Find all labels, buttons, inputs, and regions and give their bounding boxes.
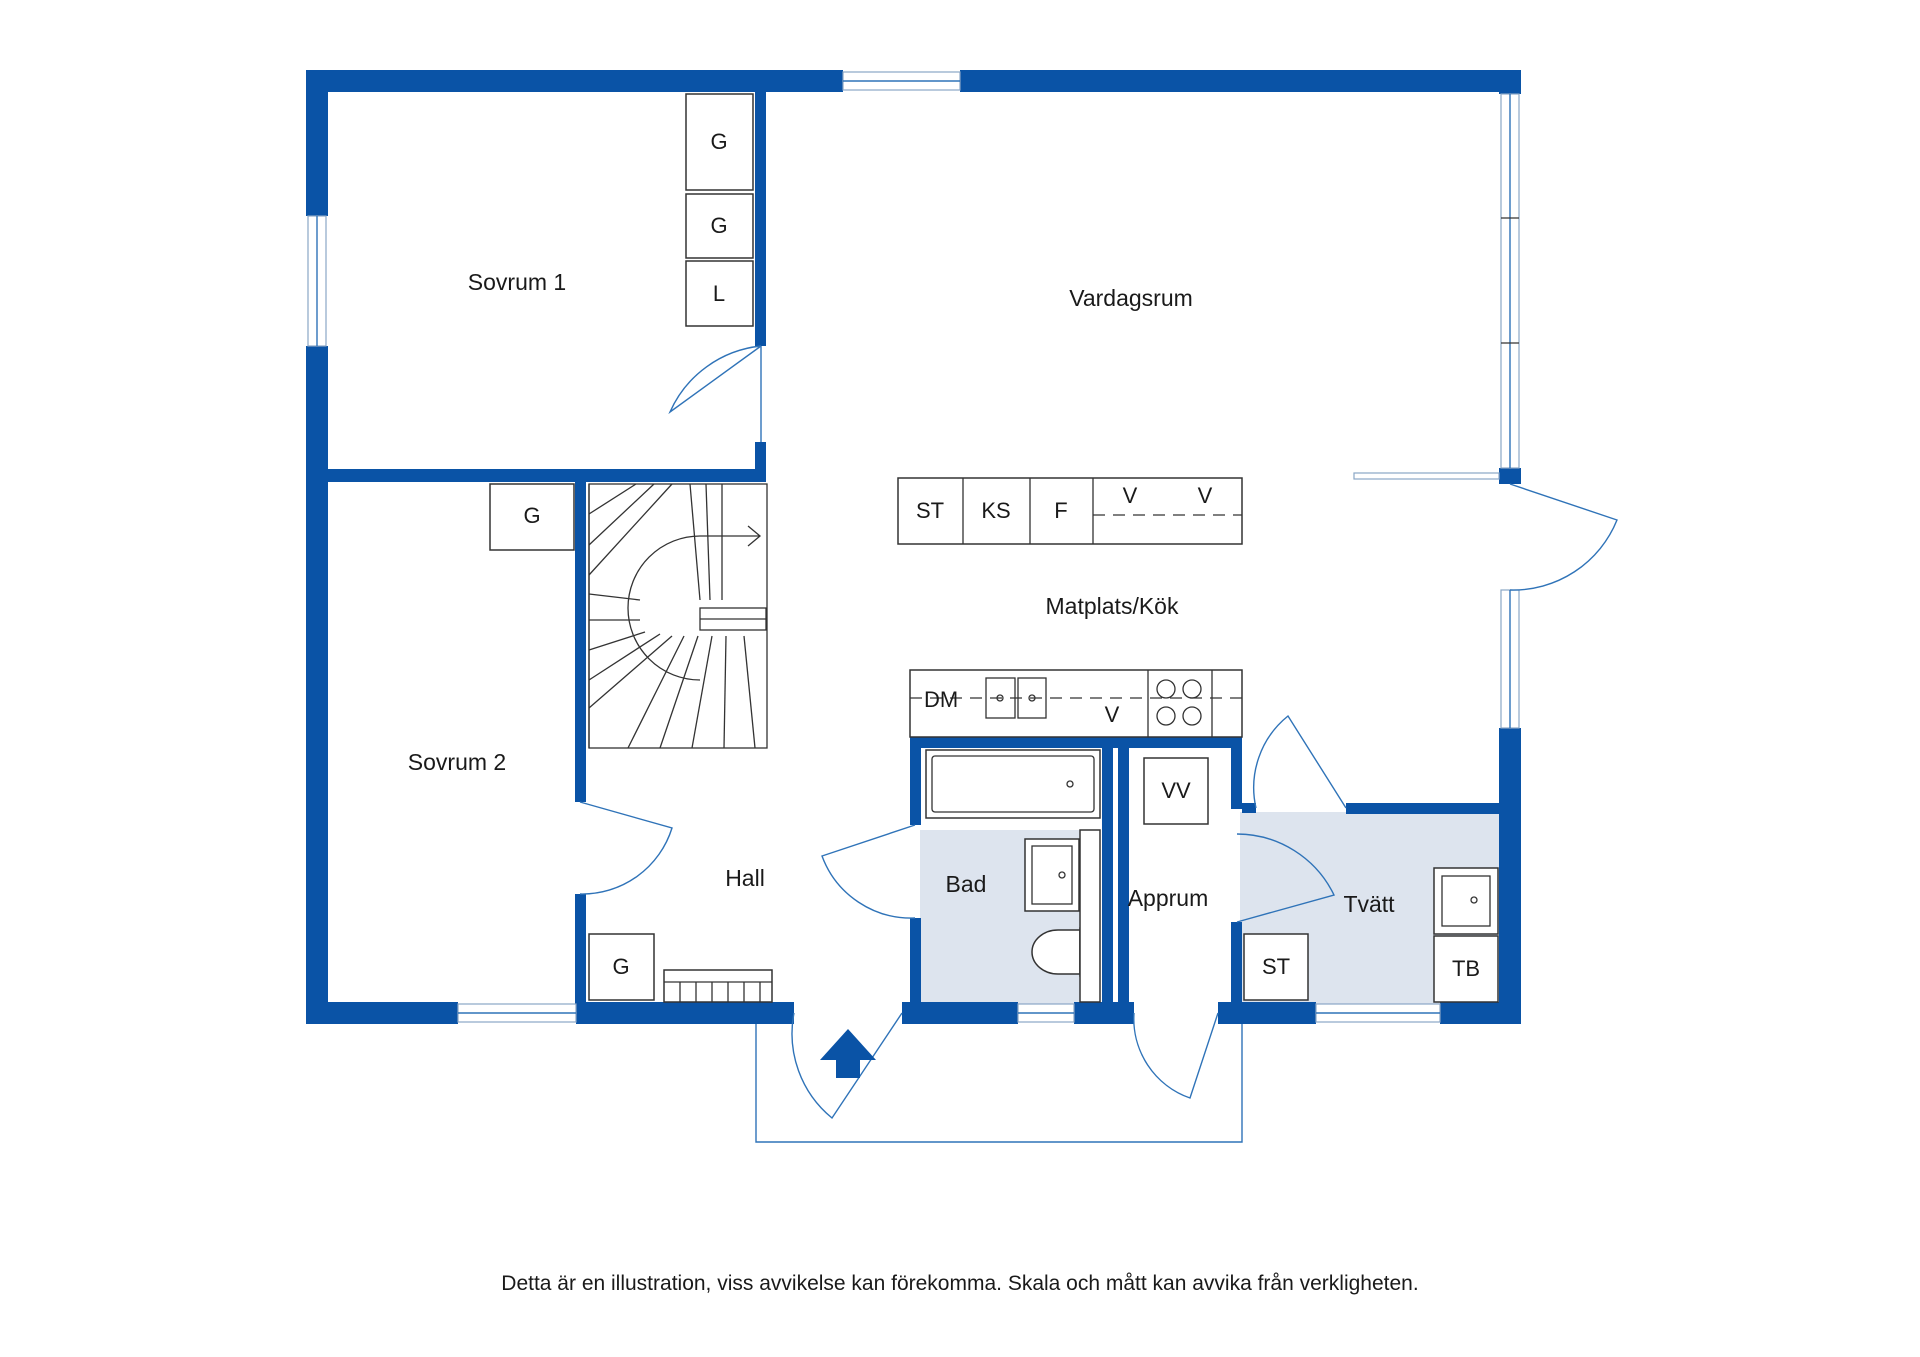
laundry-dryer xyxy=(1433,935,1499,1003)
hall-closet-label: G xyxy=(612,954,629,979)
room-label-apprum: Apprum xyxy=(1128,885,1209,911)
room-label-matplats-kok: Matplats/Kök xyxy=(1046,593,1179,619)
island-v1-label: V xyxy=(1123,483,1138,508)
door-swings xyxy=(579,345,1618,1120)
sovrum1-closet-1 xyxy=(685,93,754,191)
water-heater xyxy=(1143,757,1209,825)
kitchen-island xyxy=(897,477,1243,545)
sovrum1-closet-2 xyxy=(685,193,754,259)
sovrum1-closet-1-label: G xyxy=(710,129,727,154)
bathtub xyxy=(925,749,1101,819)
sovrum1-closet-2-label: G xyxy=(710,213,727,238)
island-st-label: ST xyxy=(916,498,944,523)
hall-closet xyxy=(588,933,655,1001)
sovrum2-closet-label: G xyxy=(523,503,540,528)
counter-v-label: V xyxy=(1105,702,1120,727)
counter-dm-label: DM xyxy=(924,687,958,712)
entry-arrow-icon xyxy=(820,1029,876,1078)
bathroom-sink xyxy=(1024,838,1080,912)
island-v2-label: V xyxy=(1198,483,1213,508)
island-ks-label: KS xyxy=(981,498,1010,523)
laundry-tb-label: TB xyxy=(1452,956,1480,981)
kitchen-counter xyxy=(909,669,1243,738)
windows xyxy=(307,71,1520,1023)
disclaimer-text: Detta är en illustration, viss avvikelse… xyxy=(501,1272,1419,1295)
room-label-vardagsrum: Vardagsrum xyxy=(1069,285,1193,311)
sovrum2-closet xyxy=(489,483,575,551)
staircase xyxy=(588,483,768,749)
room-label-sovrum2: Sovrum 2 xyxy=(408,749,506,775)
island-f-label: F xyxy=(1054,498,1067,523)
laundry-sink xyxy=(1433,867,1499,935)
room-label-sovrum1: Sovrum 1 xyxy=(468,269,566,295)
laundry-st-label: ST xyxy=(1262,954,1290,979)
room-label-tvatt: Tvätt xyxy=(1343,891,1395,917)
entry-porch-outline xyxy=(755,1016,1243,1143)
walls xyxy=(306,70,1521,1024)
water-heater-label: VV xyxy=(1161,778,1191,803)
sovrum1-closet-3 xyxy=(685,260,754,327)
laundry-st xyxy=(1243,933,1309,1001)
room-label-bad: Bad xyxy=(946,871,987,897)
sovrum1-closet-3-label: L xyxy=(713,281,725,306)
room-label-hall: Hall xyxy=(725,865,765,891)
bath-shelf xyxy=(1079,829,1101,1003)
shoe-rack xyxy=(663,969,773,1003)
